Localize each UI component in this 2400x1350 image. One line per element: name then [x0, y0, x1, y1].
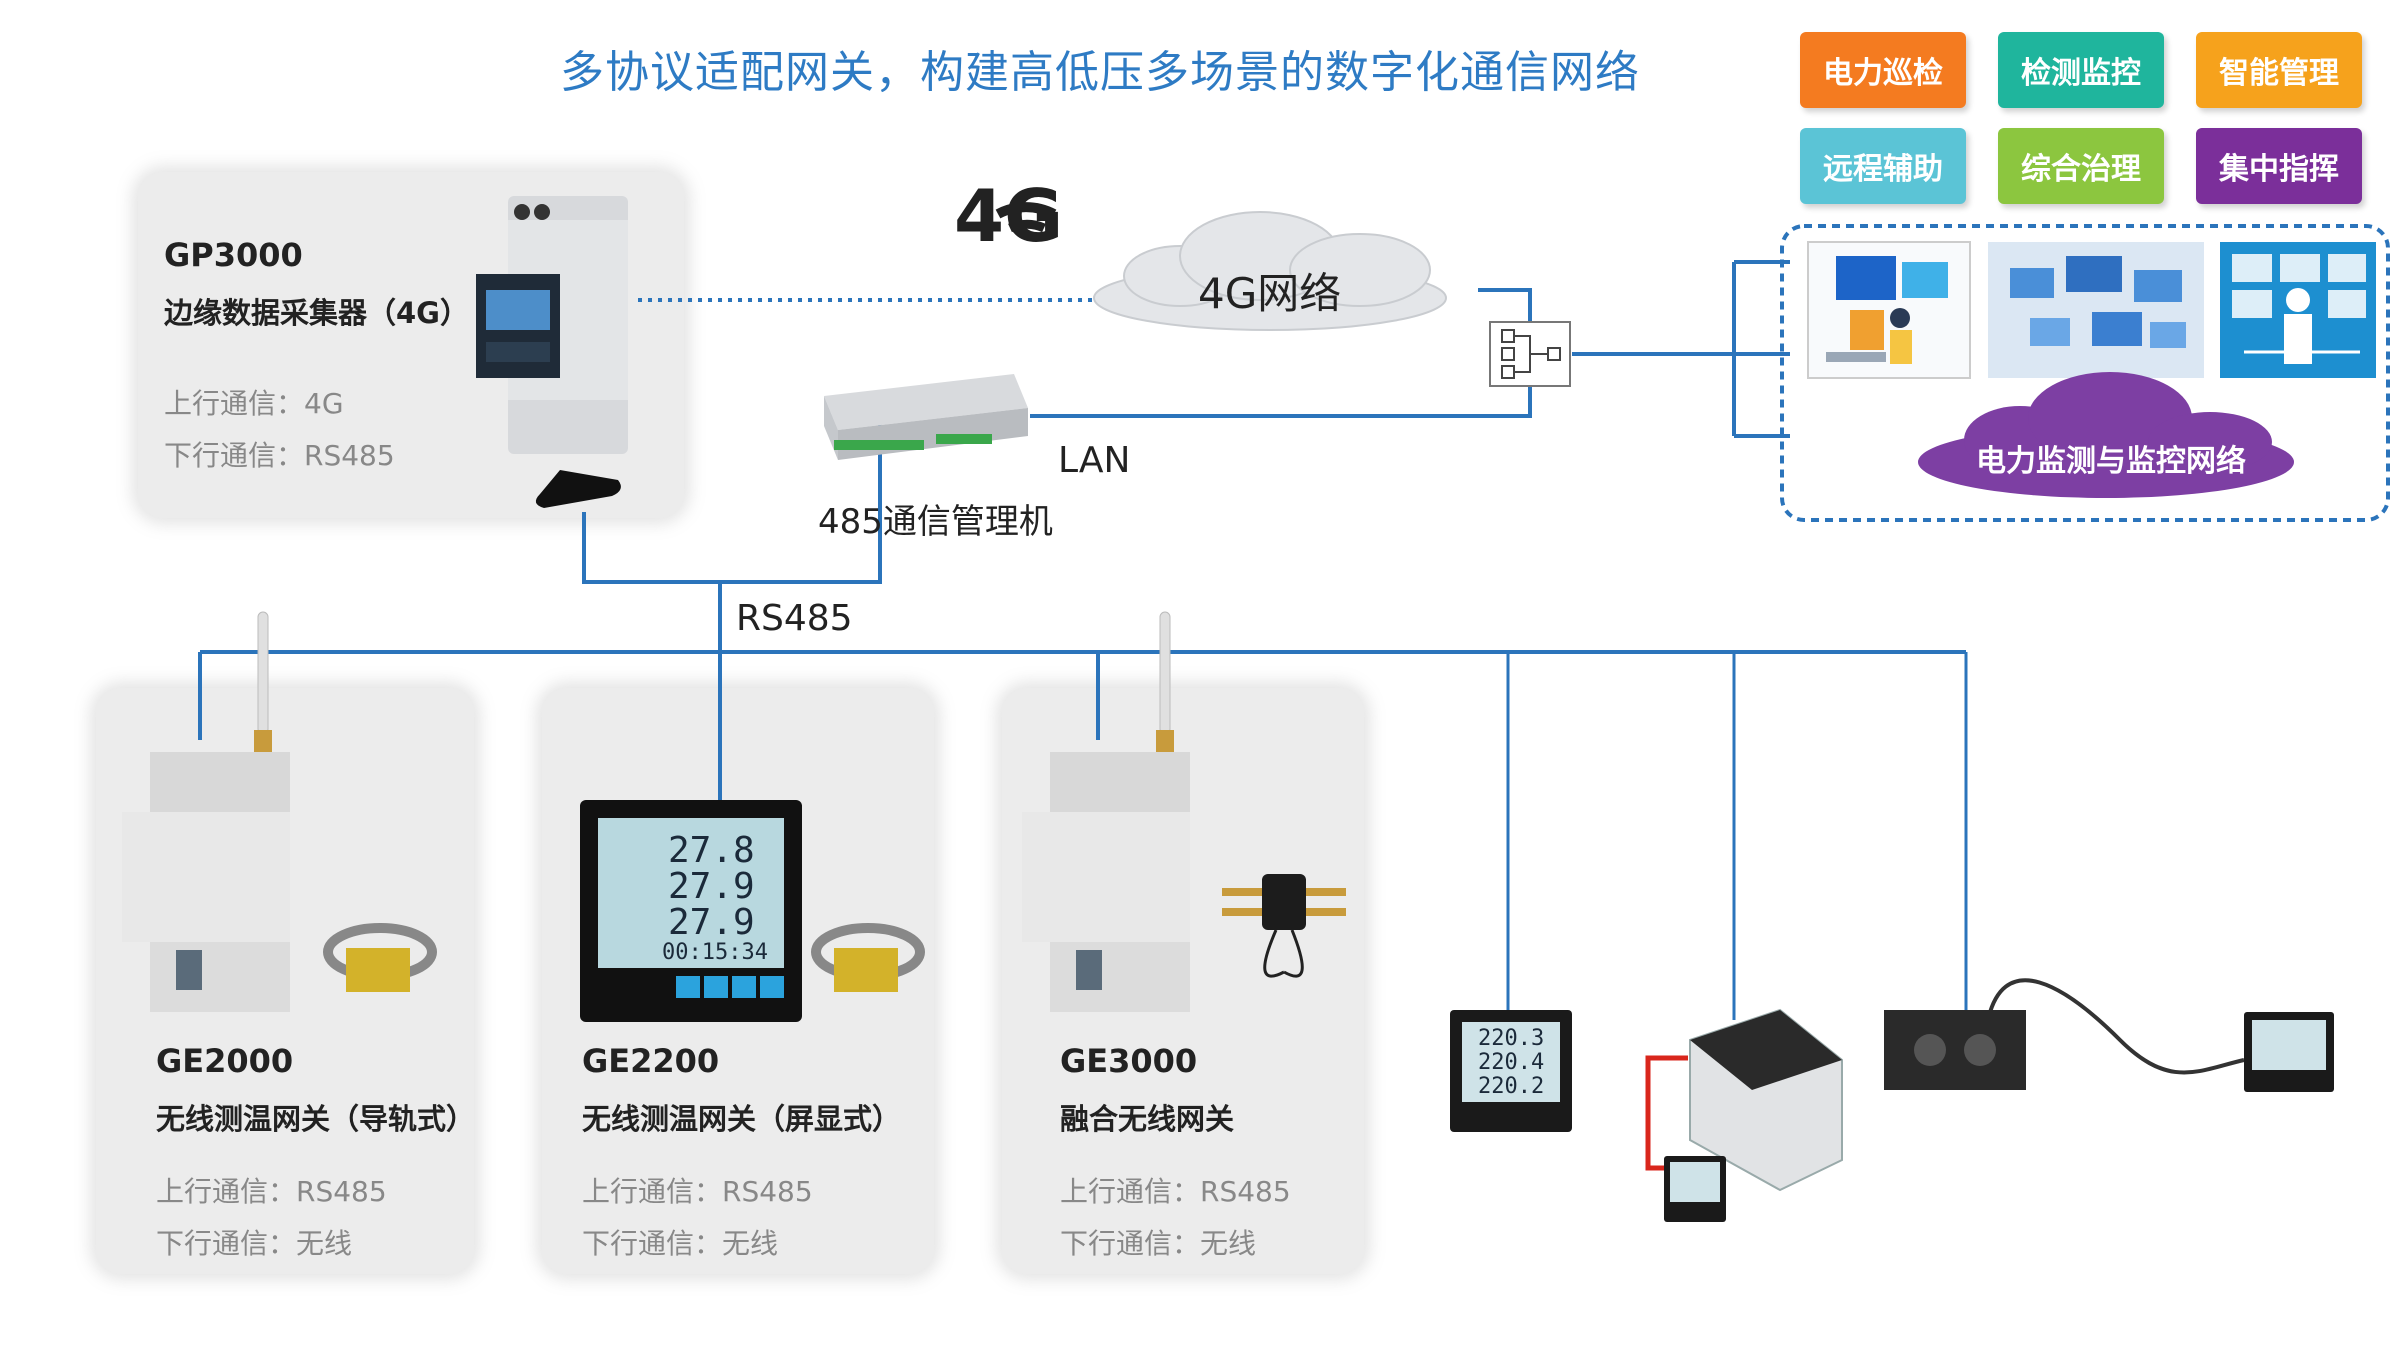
- platform-cloud-label: 电力监测与监控网络: [1976, 444, 2246, 479]
- ge2200-downlink: 下行通信：无线: [582, 1227, 779, 1260]
- platform-box: [1780, 224, 2390, 522]
- ge2200-reading-3: 27.9: [668, 902, 755, 943]
- gp3000-model: GP3000: [164, 236, 303, 274]
- ge2000-downlink: 下行通信：无线: [156, 1227, 353, 1260]
- ge2000-uplink: 上行通信：RS485: [156, 1175, 387, 1208]
- platform-cloud: [1918, 372, 2294, 498]
- meter-1-image: [1450, 1010, 1572, 1132]
- lan-label: LAN: [1058, 440, 1131, 481]
- tag-detection-monitoring[interactable]: 检测监控: [1998, 32, 2164, 108]
- ge3000-name: 融合无线网关: [1060, 1102, 1235, 1136]
- meter-1-reading-1: 220.3: [1478, 1026, 1545, 1051]
- ge3000-downlink: 下行通信：无线: [1060, 1227, 1257, 1260]
- ge3000-model: GE3000: [1060, 1042, 1198, 1080]
- platform-image-2: [1988, 242, 2204, 378]
- 4g-signal-icon: [995, 202, 1057, 233]
- meter-1-reading-3: 220.2: [1478, 1074, 1545, 1099]
- ge2000-model: GE2000: [156, 1042, 294, 1080]
- tag-comprehensive-governance[interactable]: 综合治理: [1998, 128, 2164, 204]
- platform-image-1: [1807, 241, 1971, 379]
- lan-link: [1030, 352, 1532, 418]
- cloud-to-switch: [1478, 288, 1532, 324]
- ge2200-uplink: 上行通信：RS485: [582, 1175, 813, 1208]
- ge3000-device-image: [1022, 611, 1346, 1012]
- 4g-badge: 4G: [954, 174, 1064, 258]
- tag-power-inspection[interactable]: 电力巡检: [1800, 32, 1966, 108]
- ge2200-device-image: [580, 800, 925, 1022]
- 4g-cloud: [1093, 211, 1447, 331]
- meter-3-image: [1884, 1010, 2334, 1092]
- rs485-manager-label: 485通信管理机: [818, 502, 1053, 542]
- ge2000-device-image: [122, 611, 437, 1012]
- gp3000-downlink: 下行通信：RS485: [164, 439, 395, 472]
- rs485-link-gp3000-manager: [582, 420, 882, 584]
- ge2200-reading-2: 27.9: [668, 866, 755, 907]
- tag-remote-assist[interactable]: 远程辅助: [1800, 128, 1966, 204]
- red-signal-wire: [1645, 1055, 1688, 1171]
- ge2200-reading-1: 27.8: [668, 830, 755, 871]
- ge2000-name: 无线测温网关（导轨式）: [156, 1102, 476, 1136]
- rs485-bus-label: RS485: [736, 598, 853, 639]
- ge3000-uplink: 上行通信：RS485: [1060, 1175, 1291, 1208]
- ge2200-time: 00:15:34: [662, 940, 768, 965]
- ge2200-model: GE2200: [582, 1042, 720, 1080]
- tag-central-command[interactable]: 集中指挥: [2196, 128, 2362, 204]
- page-title: 多协议适配网关，构建高低压多场景的数字化通信网络: [560, 47, 1640, 98]
- gp3000-uplink: 上行通信：4G: [164, 387, 344, 420]
- ge2200-name: 无线测温网关（屏显式）: [582, 1102, 902, 1136]
- tag-smart-management[interactable]: 智能管理: [2196, 32, 2362, 108]
- network-switch-icon: [1489, 321, 1571, 387]
- platform-image-3: [2220, 242, 2376, 378]
- 4g-cloud-label: 4G网络: [1198, 269, 1342, 318]
- rs485-manager-image: [824, 374, 1028, 460]
- connection-lines: [198, 260, 1968, 1020]
- sensor-cable: [1984, 978, 2245, 1075]
- gp3000-name: 边缘数据采集器（4G）: [164, 296, 469, 330]
- meter-2-image: [1664, 1008, 1843, 1222]
- gp3000-device-image: [476, 196, 628, 508]
- meter-1-reading-2: 220.4: [1478, 1050, 1545, 1075]
